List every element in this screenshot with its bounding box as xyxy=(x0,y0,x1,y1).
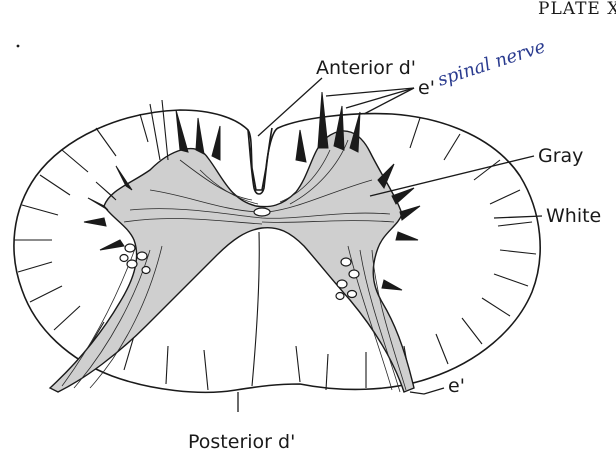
root-label-bottom: e' xyxy=(448,375,465,397)
stray-dot xyxy=(17,45,20,48)
gray-label: Gray xyxy=(538,145,583,167)
root-label-top: e' xyxy=(418,77,435,99)
plate-header: PLATE XI xyxy=(538,0,616,19)
leader-lines xyxy=(238,78,542,412)
posterior-label: Posterior d' xyxy=(188,431,295,453)
posterior-septum xyxy=(252,232,259,386)
handwritten-annotation: spinal nerve xyxy=(435,36,548,91)
white-label: White xyxy=(546,205,601,227)
anterior-label: Anterior d' xyxy=(316,57,416,79)
gray-matter xyxy=(50,131,414,392)
central-canal xyxy=(254,208,270,216)
